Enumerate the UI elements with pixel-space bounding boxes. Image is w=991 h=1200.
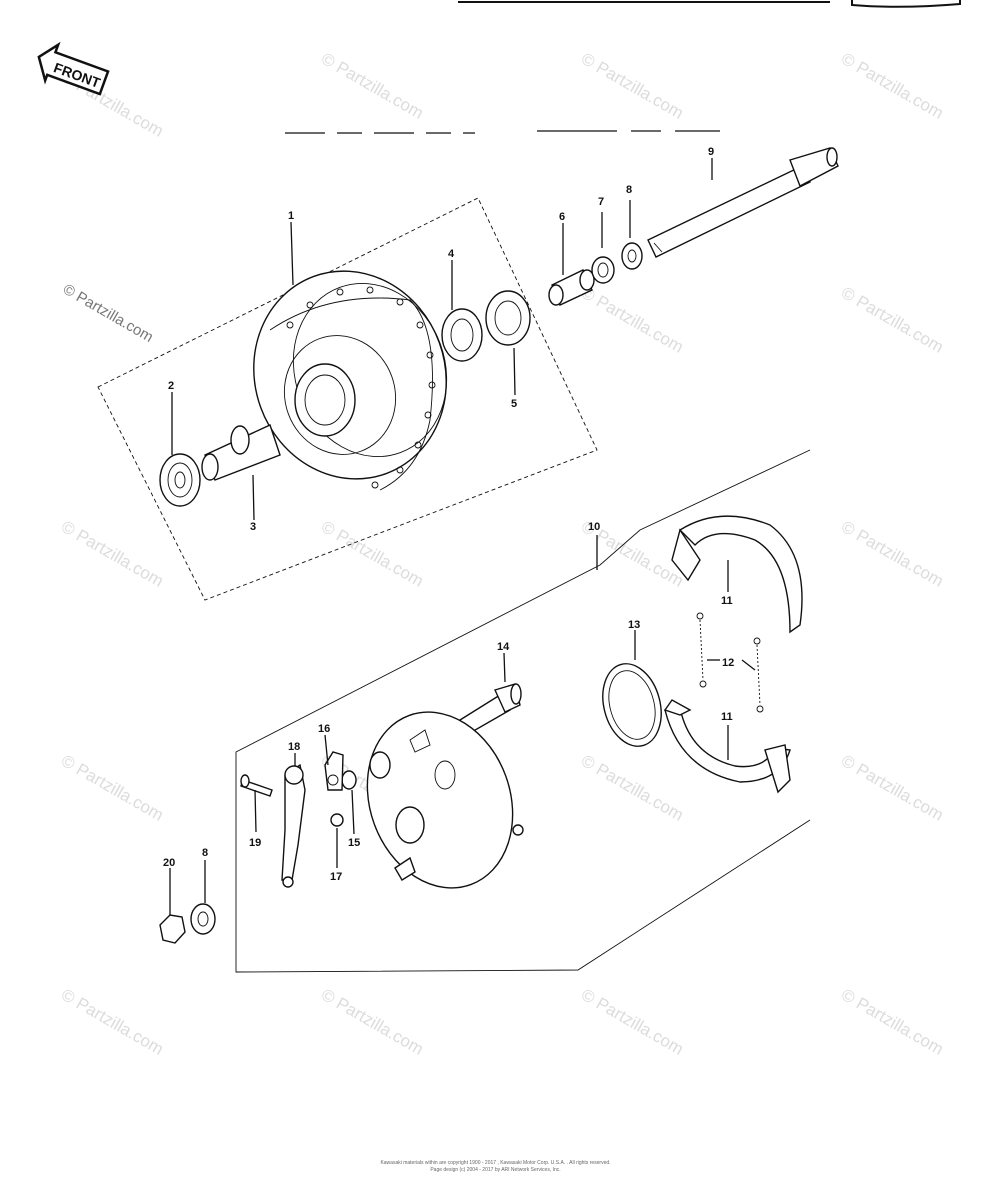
hub-spacer bbox=[201, 424, 281, 481]
callout-12: 12 bbox=[722, 657, 734, 669]
callout-19: 19 bbox=[249, 837, 261, 849]
callout-11a: 11 bbox=[721, 595, 733, 607]
watermark-text: © Partzilla.com bbox=[60, 281, 156, 346]
watermark-text: © Partzilla.com bbox=[838, 985, 947, 1059]
bearing-right bbox=[441, 308, 483, 362]
watermark-text: © Partzilla.com bbox=[578, 49, 687, 123]
washer-7-hole bbox=[597, 262, 609, 278]
washer-8-hole bbox=[627, 249, 637, 263]
callout-2: 2 bbox=[168, 380, 174, 392]
watermark-text: © Partzilla.com bbox=[58, 751, 167, 825]
washer-15 bbox=[341, 770, 357, 790]
wear-indicator bbox=[324, 751, 344, 791]
nut-17 bbox=[330, 813, 344, 827]
cam-lever bbox=[281, 763, 306, 888]
brake-shoe-lower bbox=[663, 699, 791, 794]
watermark-text: © Partzilla.com bbox=[578, 751, 687, 825]
bearing-left bbox=[159, 453, 201, 507]
copyright-footer: Kawasaki materials within are copyright … bbox=[0, 1160, 991, 1174]
brake-group-boundary bbox=[235, 449, 811, 973]
callout-3: 3 bbox=[250, 521, 256, 533]
washer-8-lower bbox=[190, 903, 216, 935]
washer-7 bbox=[591, 256, 615, 284]
callout-10: 10 bbox=[588, 521, 600, 533]
brake-seal-ring bbox=[602, 663, 662, 747]
callout-1: 1 bbox=[288, 210, 294, 222]
front-arrow-icon: FRONT bbox=[37, 41, 110, 96]
callout-8b: 8 bbox=[202, 847, 208, 859]
watermark-text: © Partzilla.com bbox=[58, 517, 167, 591]
callout-8: 8 bbox=[626, 184, 632, 196]
watermark-text: © Partzilla.com bbox=[838, 751, 947, 825]
callout-18: 18 bbox=[288, 741, 300, 753]
top-border bbox=[285, 0, 961, 134]
watermark-text: © Partzilla.com bbox=[838, 49, 947, 123]
callout-5: 5 bbox=[511, 398, 517, 410]
callout-16: 16 bbox=[318, 723, 330, 735]
callout-7: 7 bbox=[598, 196, 604, 208]
collar bbox=[548, 269, 595, 306]
watermark-text: © Partzilla.com bbox=[318, 985, 427, 1059]
callout-13: 13 bbox=[628, 619, 640, 631]
callout-6: 6 bbox=[559, 211, 565, 223]
watermark-text: © Partzilla.com bbox=[838, 517, 947, 591]
watermark-text: © Partzilla.com bbox=[578, 985, 687, 1059]
watermark-text: © Partzilla.com bbox=[318, 49, 427, 123]
brake-springs bbox=[696, 612, 764, 713]
hub-group-boundary bbox=[97, 197, 598, 601]
callout-15: 15 bbox=[348, 837, 360, 849]
watermarks: © Partzilla.com © Partzilla.com © Partzi… bbox=[58, 49, 947, 1059]
brake-panel bbox=[366, 711, 524, 889]
watermark-text: © Partzilla.com bbox=[578, 283, 687, 357]
footer-line-2: Page design (c) 2004 - 2017 by ARI Netwo… bbox=[430, 1167, 561, 1173]
watermark-text: © Partzilla.com bbox=[838, 283, 947, 357]
callout-11b: 11 bbox=[721, 711, 733, 723]
watermark-text: © Partzilla.com bbox=[58, 985, 167, 1059]
bolt-19 bbox=[240, 774, 273, 797]
washer-8-lower-hole bbox=[197, 911, 209, 927]
callout-14: 14 bbox=[497, 641, 510, 653]
front-axle bbox=[647, 147, 839, 258]
footer-line-1: Kawasaki materials within are copyright … bbox=[380, 1160, 611, 1166]
axle-nut bbox=[159, 914, 186, 944]
leader-lines bbox=[169, 158, 756, 915]
callout-20: 20 bbox=[163, 857, 175, 869]
brake-shoe-upper bbox=[671, 515, 803, 634]
callout-17: 17 bbox=[330, 871, 342, 883]
washer-8 bbox=[621, 242, 643, 270]
wheel-hub bbox=[253, 270, 448, 491]
oil-seal bbox=[485, 290, 531, 346]
callout-4: 4 bbox=[448, 248, 455, 260]
callout-9: 9 bbox=[708, 146, 714, 158]
watermark-text: © Partzilla.com bbox=[318, 517, 427, 591]
